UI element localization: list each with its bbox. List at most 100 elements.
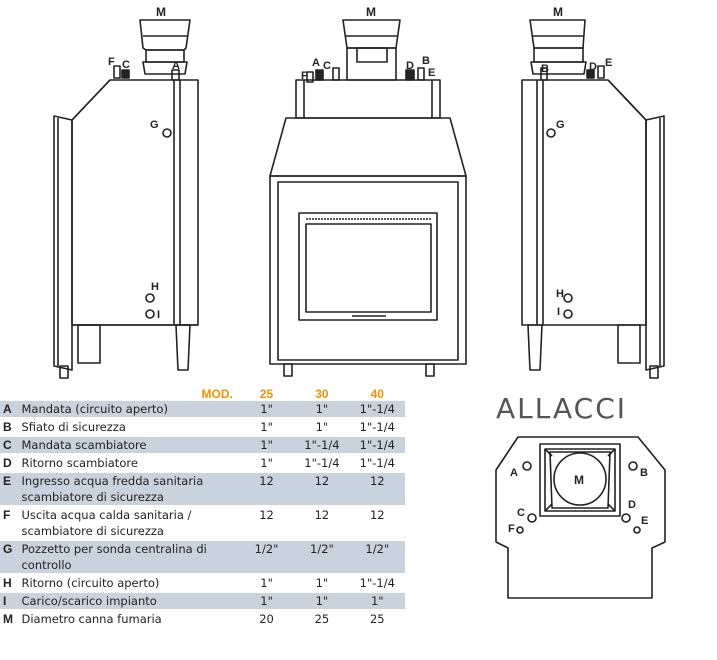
row-value-40: 1/2" — [349, 541, 405, 575]
row-value-40: 12 — [349, 473, 405, 507]
label-b-right: B — [541, 63, 549, 75]
row-description: Ritorno (circuito aperto) — [19, 575, 239, 593]
row-value-25: 1" — [238, 437, 295, 455]
row-value-25: 20 — [238, 611, 295, 629]
allacci-title: ALLACCI — [496, 392, 628, 425]
label-d-front: D — [406, 60, 414, 72]
header-mod: MOD. — [201, 387, 233, 401]
label-h-left: H — [151, 281, 159, 293]
header-25: 25 — [259, 387, 274, 401]
row-value-25: 1" — [238, 401, 295, 419]
label-d-right: D — [589, 61, 597, 73]
label-m-top: M — [574, 473, 584, 487]
row-value-25: 1" — [238, 575, 295, 593]
label-a-left: A — [172, 60, 180, 72]
row-description: Mandata (circuito aperto) — [19, 401, 239, 419]
row-description: Carico/scarico impianto — [19, 593, 239, 611]
header-40: 40 — [370, 387, 384, 401]
label-e-top: E — [641, 515, 648, 527]
row-description: Mandata scambiatore — [19, 437, 239, 455]
row-value-25: 1" — [238, 419, 295, 437]
table-header: MOD. 25 30 40 — [0, 387, 405, 401]
connection-labels: M F C A G H I M A F C D B E M B D E G H … — [108, 5, 648, 535]
front-view — [269, 19, 467, 377]
row-value-30: 1" — [294, 419, 350, 437]
row-value-30: 1" — [294, 593, 350, 611]
row-value-30: 1"-1/4 — [294, 437, 350, 455]
row-value-25: 1/2" — [238, 541, 295, 575]
row-value-30: 1/2" — [294, 541, 350, 575]
label-a-top: A — [510, 467, 518, 479]
row-letter: M — [0, 611, 20, 629]
label-f-top: F — [508, 523, 515, 535]
row-description: Sfiato di sicurezza — [19, 419, 239, 437]
row-description: Ritorno scambiatore — [19, 455, 239, 473]
row-letter: D — [0, 455, 20, 473]
label-m-right: M — [553, 5, 563, 19]
label-d-top: D — [628, 499, 636, 511]
row-value-30: 12 — [294, 473, 350, 507]
label-m-front: M — [366, 5, 376, 19]
label-f-left: F — [108, 56, 115, 68]
row-value-30: 1" — [294, 575, 350, 593]
row-letter: F — [0, 507, 20, 541]
row-letter: H — [0, 575, 20, 593]
row-letter: I — [0, 593, 20, 611]
label-i-left: I — [157, 309, 160, 321]
side-view-right — [521, 19, 665, 379]
row-letter: B — [0, 419, 20, 437]
label-g-right: G — [556, 119, 565, 131]
label-c-front: C — [323, 60, 331, 72]
label-h-right: H — [556, 288, 564, 300]
row-value-40: 25 — [349, 611, 405, 629]
row-value-40: 1"-1/4 — [349, 437, 405, 455]
label-g-left: G — [150, 119, 159, 131]
connections-top-view — [495, 436, 666, 599]
row-description: Pozzetto per sonda centralina di control… — [19, 541, 239, 575]
label-b-top: B — [640, 467, 648, 479]
row-description: Ingresso acqua fredda sanitaria scambiat… — [19, 473, 239, 507]
side-view-left — [53, 19, 199, 379]
row-description: Uscita acqua calda sanitaria / scambiato… — [19, 507, 239, 541]
label-f-front: F — [301, 70, 308, 82]
row-value-30: 1" — [294, 401, 350, 419]
label-c-top: C — [517, 507, 525, 519]
row-value-40: 1"-1/4 — [349, 419, 405, 437]
label-m-left: M — [156, 5, 166, 19]
row-letter: G — [0, 541, 20, 575]
label-a-front: A — [312, 57, 320, 69]
label-i-right: I — [557, 306, 560, 318]
row-value-30: 12 — [294, 507, 350, 541]
label-c-left: C — [122, 59, 130, 71]
row-value-40: 12 — [349, 507, 405, 541]
row-value-25: 12 — [238, 473, 295, 507]
row-description: Diametro canna fumaria — [19, 611, 239, 629]
label-b-front: B — [422, 55, 430, 67]
row-letter: E — [0, 473, 20, 507]
row-letter: C — [0, 437, 20, 455]
row-value-30: 25 — [294, 611, 350, 629]
row-value-40: 1"-1/4 — [349, 455, 405, 473]
row-value-25: 1" — [238, 593, 295, 611]
row-value-25: 1" — [238, 455, 295, 473]
row-letter: A — [0, 401, 20, 419]
header-30: 30 — [315, 387, 329, 401]
row-value-40: 1"-1/4 — [349, 575, 405, 593]
row-value-30: 1"-1/4 — [294, 455, 350, 473]
row-value-40: 1" — [349, 593, 405, 611]
label-e-right: E — [605, 57, 612, 69]
row-value-40: 1"-1/4 — [349, 401, 405, 419]
